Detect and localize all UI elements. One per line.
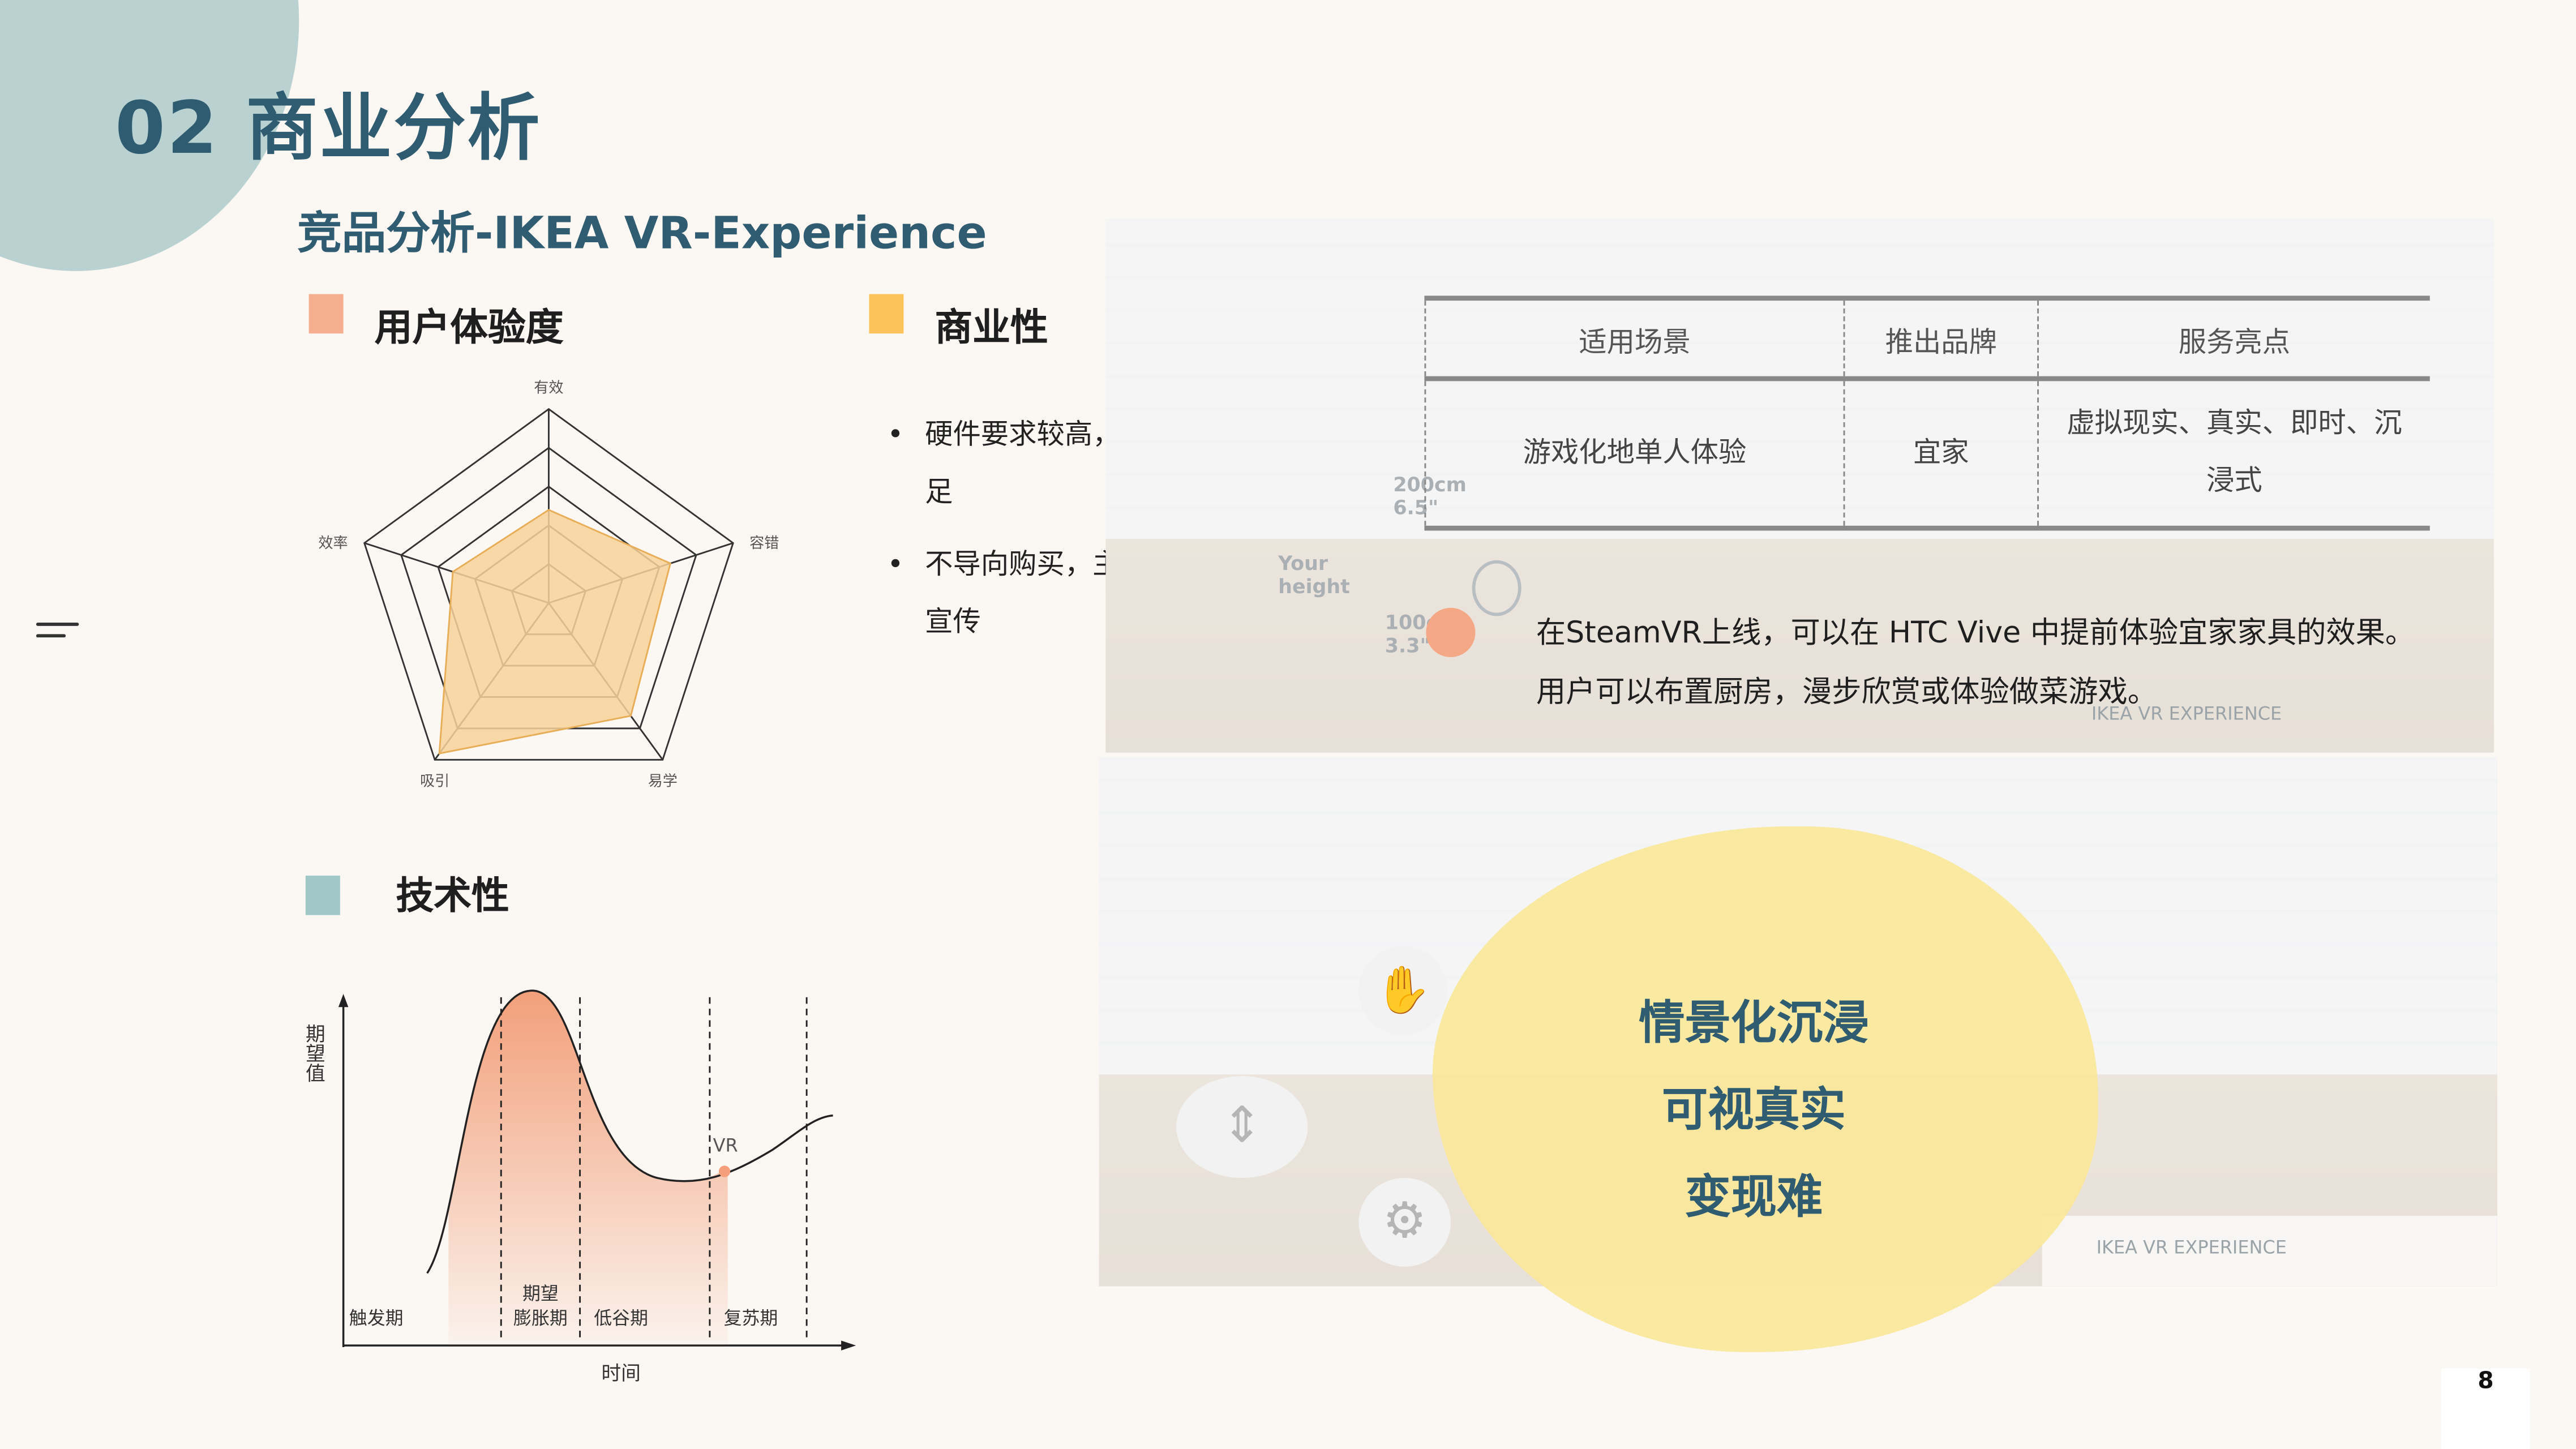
radar-grid-ring bbox=[363, 408, 734, 761]
x-axis-arrow bbox=[841, 1340, 856, 1351]
table-header-highlight: 服务亮点 bbox=[2038, 301, 2430, 381]
height-overlay-200: 200cm 6.5" bbox=[1393, 473, 1467, 520]
table-cell-highlight: 虚拟现实、真实、即时、沉浸式 bbox=[2067, 407, 2402, 498]
kitchen-photo-top: 200cm 6.5" Your height 100cm 3.3" IKEA V… bbox=[1105, 218, 2494, 753]
photo-watermark-bottom: IKEA VR EXPERIENCE bbox=[2096, 1237, 2287, 1259]
page-title: 02 商业分析 bbox=[115, 87, 542, 171]
height-icon: ⇕ bbox=[1176, 1076, 1308, 1178]
y-axis-label: 期望值 bbox=[304, 1023, 325, 1082]
technology-heading: 技术性 bbox=[396, 876, 509, 919]
description-bullet-dot bbox=[1426, 607, 1476, 657]
phase-label-trough: 低谷期 bbox=[594, 1307, 648, 1328]
vr-marker-label: VR bbox=[713, 1135, 738, 1156]
radar-axis-label-attraction: 吸引 bbox=[420, 773, 449, 790]
radar-axis-label-tolerance: 容错 bbox=[749, 535, 779, 552]
business-heading: 商业性 bbox=[935, 307, 1048, 350]
hype-curve-fill bbox=[448, 991, 728, 1346]
highlight-item: 情景化沉浸 bbox=[1639, 995, 1869, 1050]
photo-watermark-top: IKEA VR EXPERIENCE bbox=[2091, 703, 2282, 725]
product-description: 在SteamVR上线，可以在 HTC Vive 中提前体验宜家家具的效果。用户可… bbox=[1536, 616, 2415, 710]
hype-cycle-chart: VR 触发期 期望 膨胀期 低谷期 复苏期 时间 期望值 bbox=[304, 989, 856, 1385]
phase-label-trigger: 触发期 bbox=[349, 1307, 404, 1328]
x-axis-label: 时间 bbox=[601, 1362, 641, 1385]
vr-marker bbox=[718, 1165, 731, 1177]
highlight-list: 情景化沉浸 可视真实 变现难 bbox=[1478, 979, 2029, 1240]
highlight-blob bbox=[1432, 826, 2098, 1352]
phase-label-recovery: 复苏期 bbox=[724, 1307, 778, 1328]
table-header-scenario: 适用场景 bbox=[1425, 301, 1845, 381]
technology-marker bbox=[305, 876, 340, 915]
gear-icon: ⚙ bbox=[1358, 1178, 1451, 1267]
radar-score-area bbox=[438, 509, 672, 755]
table-header-brand: 推出品牌 bbox=[1844, 301, 2039, 381]
highlight-item: 可视真实 bbox=[1661, 1082, 1846, 1137]
page-subtitle: 竞品分析-IKEA VR-Experience bbox=[297, 208, 987, 260]
user-experience-marker bbox=[308, 294, 344, 334]
page-number: 8 bbox=[2441, 1368, 2530, 1449]
hand-icon: ✋ bbox=[1358, 946, 1448, 1035]
highlight-item: 变现难 bbox=[1685, 1169, 1823, 1224]
radar-axis-label-efficiency: 效率 bbox=[318, 535, 348, 552]
radar-axis-label-learnability: 易学 bbox=[648, 773, 678, 790]
phase-label-peak-bottom: 膨胀期 bbox=[513, 1307, 568, 1328]
service-table: 适用场景 推出品牌 服务亮点 游戏化地单人体验 宜家 虚拟现实、真实、即时、沉浸… bbox=[1424, 295, 2430, 531]
person-icon bbox=[1472, 560, 1521, 616]
hype-curve-line bbox=[426, 989, 833, 1274]
phase-label-peak-top: 期望 bbox=[522, 1283, 559, 1304]
business-marker bbox=[869, 294, 904, 334]
table-cell-brand: 宜家 bbox=[1844, 379, 2039, 529]
radar-chart: 有效 容错 易学 吸引 效率 bbox=[318, 380, 779, 790]
height-overlay: 200cm 6.5" Your height 100cm 3.3" bbox=[1278, 473, 1467, 657]
height-overlay-your-height: Your height bbox=[1278, 552, 1350, 598]
radar-axis-label-effective: 有效 bbox=[534, 380, 563, 397]
menu-icon[interactable] bbox=[36, 623, 82, 638]
table-cell-scenario: 游戏化地单人体验 bbox=[1425, 379, 1845, 529]
y-axis-arrow bbox=[338, 994, 349, 1008]
user-experience-heading: 用户体验度 bbox=[374, 307, 564, 350]
